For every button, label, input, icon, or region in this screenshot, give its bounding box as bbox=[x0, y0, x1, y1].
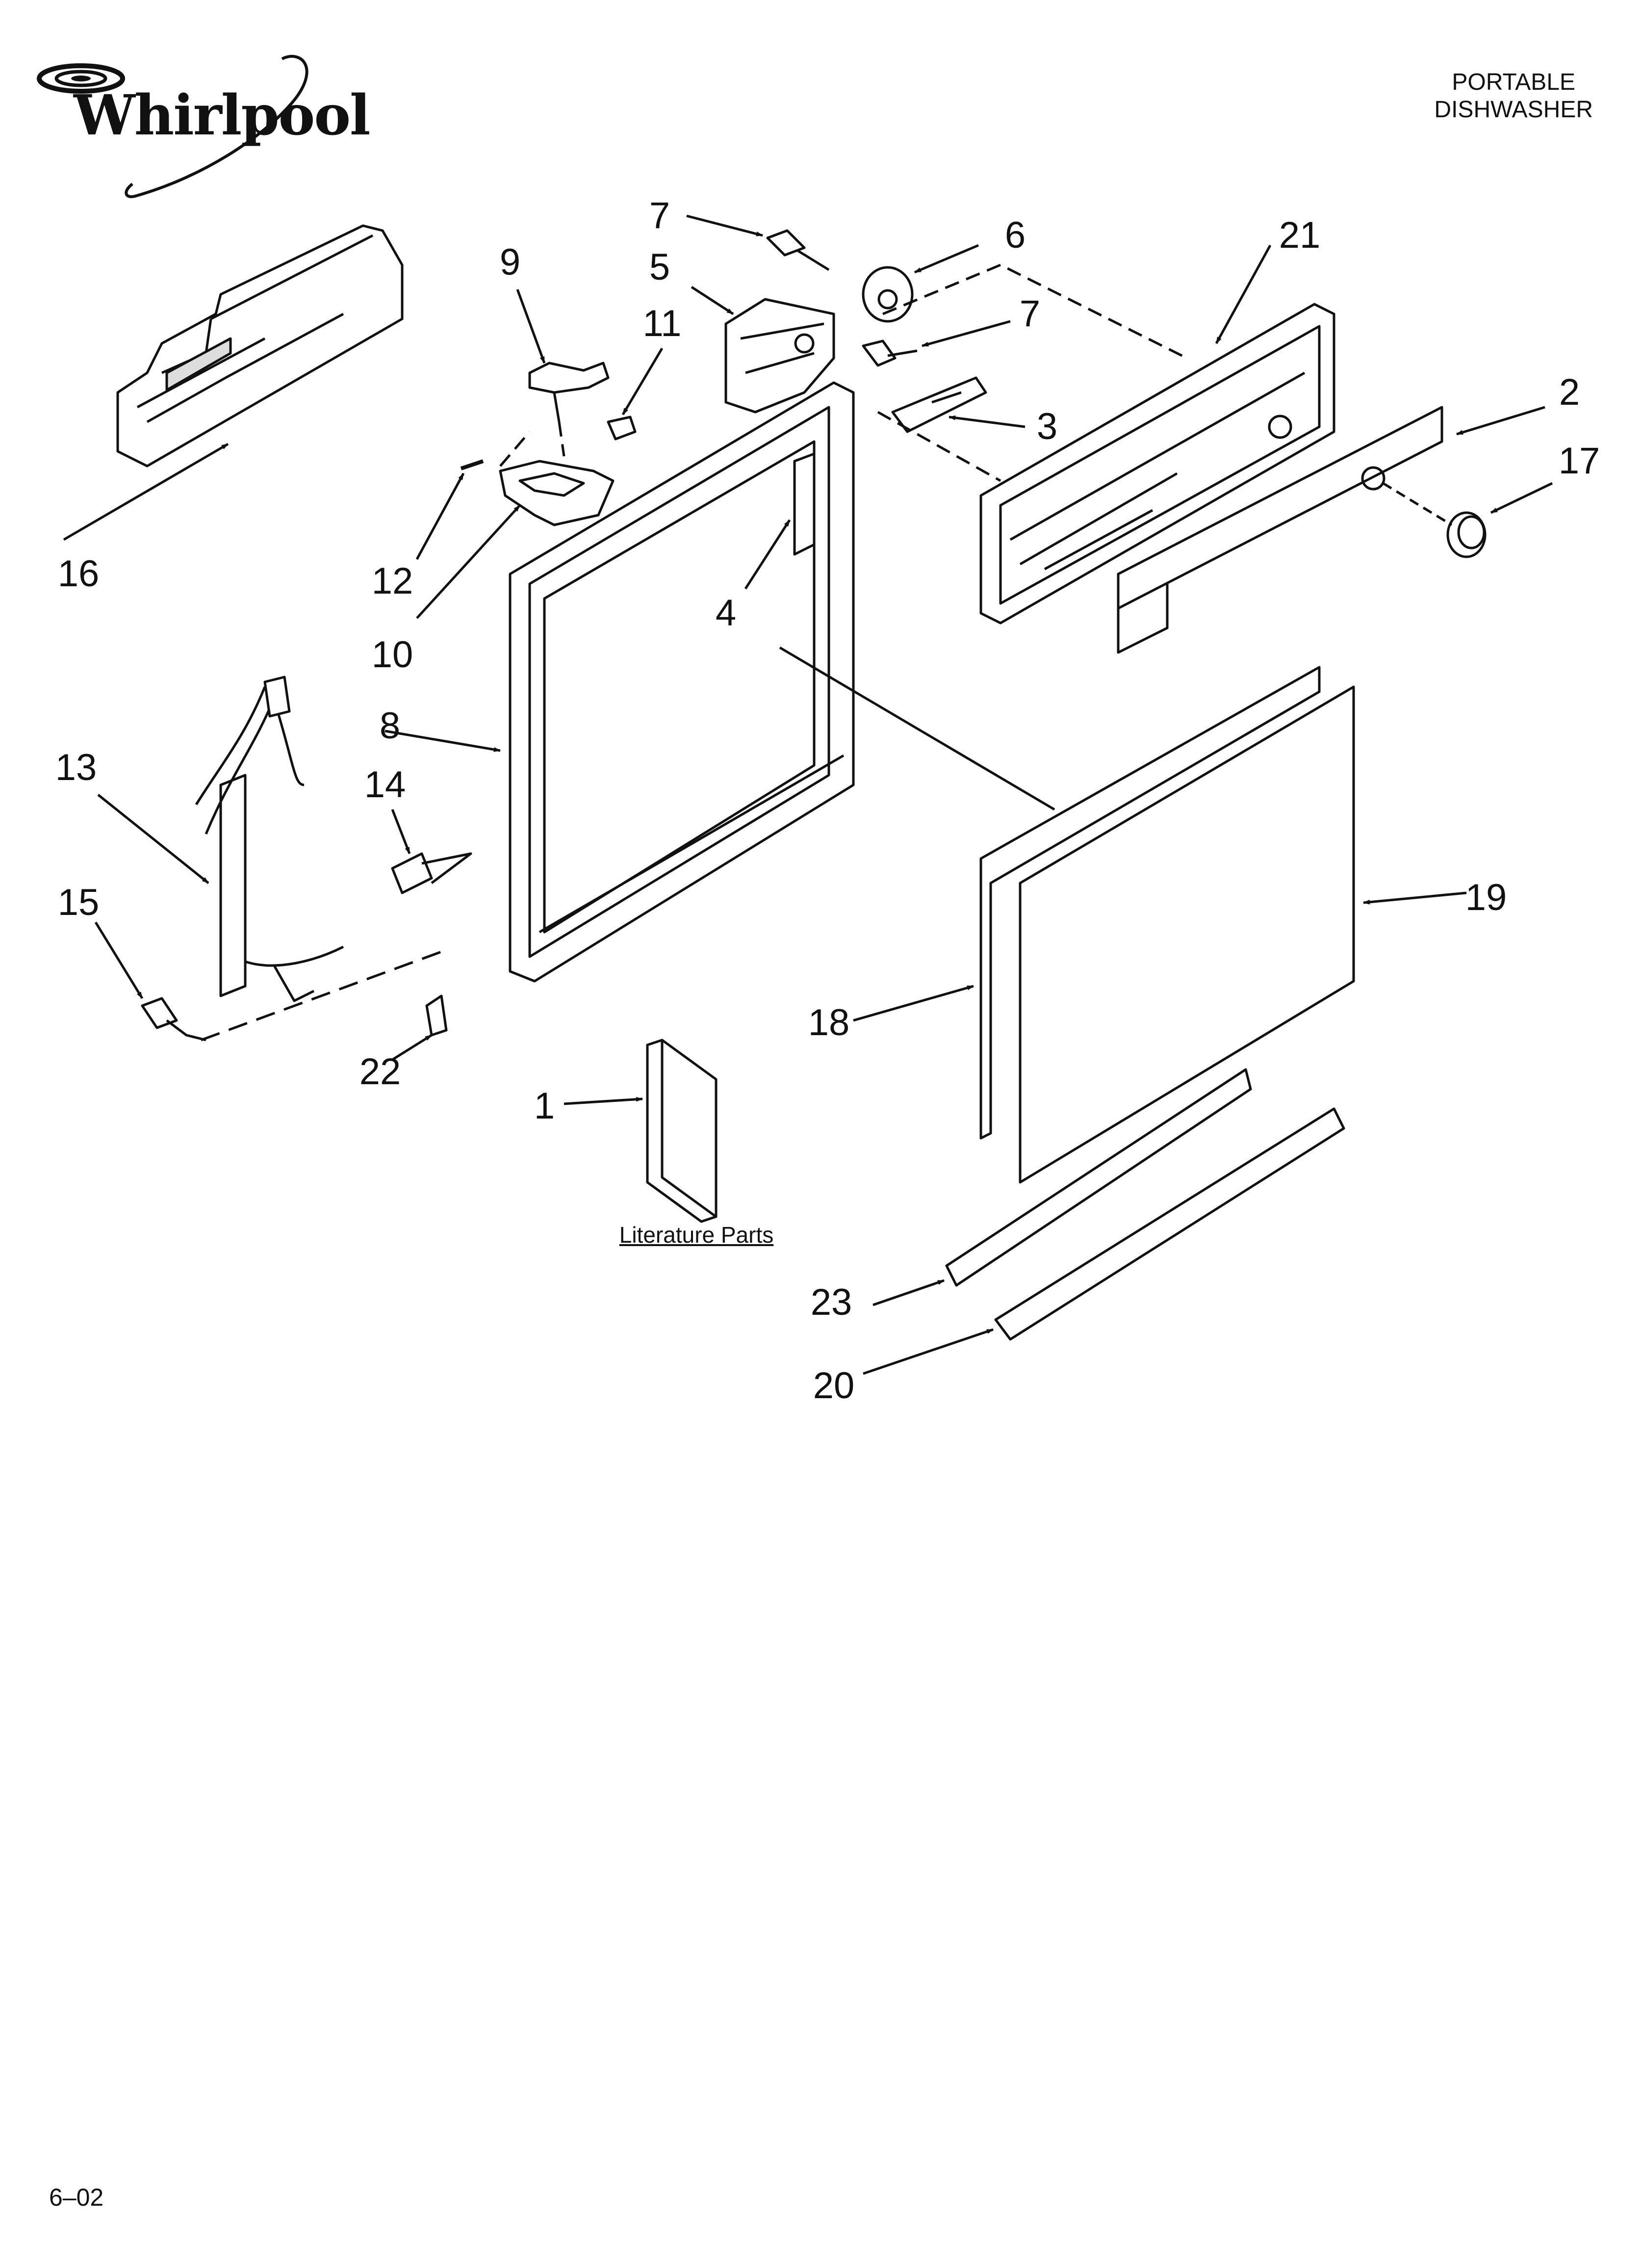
part-9-latch bbox=[528, 362, 610, 422]
part-6-cam bbox=[862, 266, 914, 323]
part-7-screw-mid bbox=[862, 339, 918, 367]
leader-6 bbox=[914, 244, 979, 274]
dash-3 bbox=[877, 411, 1001, 482]
part-20-trim bbox=[994, 1107, 1345, 1341]
callout-13: 13 bbox=[55, 747, 97, 788]
page-header: PORTABLE DISHWASHER bbox=[1434, 69, 1593, 124]
leader-5 bbox=[691, 286, 734, 315]
leader-10 bbox=[416, 504, 521, 619]
dash-17 bbox=[1382, 482, 1453, 526]
leader-14 bbox=[391, 809, 411, 854]
callout-14: 14 bbox=[364, 764, 406, 806]
callout-15: 15 bbox=[57, 882, 100, 923]
callout-6: 6 bbox=[1004, 214, 1026, 256]
line-4-19 bbox=[779, 646, 1055, 811]
leader-2 bbox=[1456, 406, 1545, 436]
callout-20: 20 bbox=[813, 1365, 855, 1407]
callout-16: 16 bbox=[57, 553, 100, 595]
dash-9-10 bbox=[499, 421, 565, 467]
leader-16 bbox=[63, 443, 229, 541]
callout-22: 22 bbox=[359, 1051, 401, 1093]
leader-18 bbox=[853, 985, 974, 1022]
callout-4: 4 bbox=[715, 592, 737, 634]
callout-7-top: 7 bbox=[649, 195, 670, 236]
leader-7-top bbox=[686, 214, 763, 237]
leader-15 bbox=[94, 921, 144, 999]
header-line-2: DISHWASHER bbox=[1434, 97, 1593, 123]
callout-7-mid: 7 bbox=[1019, 293, 1041, 335]
part-19-door-panel bbox=[1019, 685, 1355, 1184]
part-1-literature bbox=[646, 1039, 718, 1223]
part-13-harness bbox=[195, 676, 344, 1002]
leader-20 bbox=[863, 1328, 994, 1375]
callout-17: 17 bbox=[1558, 440, 1600, 482]
callout-18: 18 bbox=[808, 1002, 850, 1043]
part-17-knob bbox=[1446, 511, 1487, 558]
logo-swirl-icon bbox=[37, 55, 308, 198]
part-12-clip bbox=[460, 459, 484, 470]
leader-17 bbox=[1490, 482, 1553, 514]
part-8-door-frame bbox=[509, 381, 855, 983]
whirlpool-logo bbox=[27, 49, 331, 206]
leader-4 bbox=[744, 519, 791, 590]
leader-9 bbox=[516, 289, 546, 364]
callout-1: 1 bbox=[534, 1085, 555, 1127]
part-4-plate bbox=[793, 452, 816, 556]
callout-3: 3 bbox=[1036, 406, 1058, 447]
part-3-selector bbox=[891, 376, 987, 433]
leader-12 bbox=[415, 472, 465, 560]
part-10-strike bbox=[499, 460, 615, 526]
header-line-1: PORTABLE bbox=[1452, 69, 1576, 95]
part-2-overlay bbox=[1117, 406, 1443, 654]
leader-23 bbox=[872, 1279, 945, 1306]
part-23-trim bbox=[945, 1068, 1252, 1287]
callout-19: 19 bbox=[1465, 877, 1507, 918]
leader-13 bbox=[97, 794, 209, 884]
callout-9: 9 bbox=[499, 241, 521, 283]
part-5-bracket bbox=[724, 298, 835, 414]
part-14-sensor bbox=[391, 852, 472, 894]
callout-21: 21 bbox=[1279, 214, 1321, 256]
callout-5: 5 bbox=[649, 246, 670, 288]
callout-11: 11 bbox=[642, 303, 682, 344]
leader-1 bbox=[564, 1096, 643, 1105]
leader-22 bbox=[391, 1034, 433, 1061]
dash-21 bbox=[882, 263, 1188, 360]
leader-11 bbox=[621, 347, 664, 416]
callout-8: 8 bbox=[379, 705, 401, 747]
logo-text: Whirlpool bbox=[74, 83, 371, 148]
callout-23: 23 bbox=[810, 1281, 852, 1323]
dash-15 bbox=[201, 950, 442, 1042]
part-16-housing bbox=[116, 224, 404, 468]
part-7-screw-top bbox=[766, 229, 830, 271]
leader-7-mid bbox=[922, 320, 1011, 347]
callout-12: 12 bbox=[371, 560, 413, 602]
part-22-clip bbox=[425, 994, 448, 1037]
callout-2: 2 bbox=[1559, 371, 1580, 413]
part-21-control-panel bbox=[979, 303, 1335, 625]
leader-3 bbox=[949, 415, 1026, 428]
leader-8 bbox=[385, 730, 501, 752]
callout-10: 10 bbox=[371, 634, 413, 676]
literature-parts-label: Literature Parts bbox=[619, 1222, 774, 1248]
leader-19 bbox=[1363, 891, 1467, 905]
leader-21 bbox=[1215, 244, 1272, 344]
footer-code: 6–02 bbox=[49, 2184, 104, 2211]
part-18-door-panel bbox=[979, 666, 1321, 1140]
part-11-switch bbox=[607, 416, 637, 441]
part-15-screw bbox=[141, 997, 206, 1042]
